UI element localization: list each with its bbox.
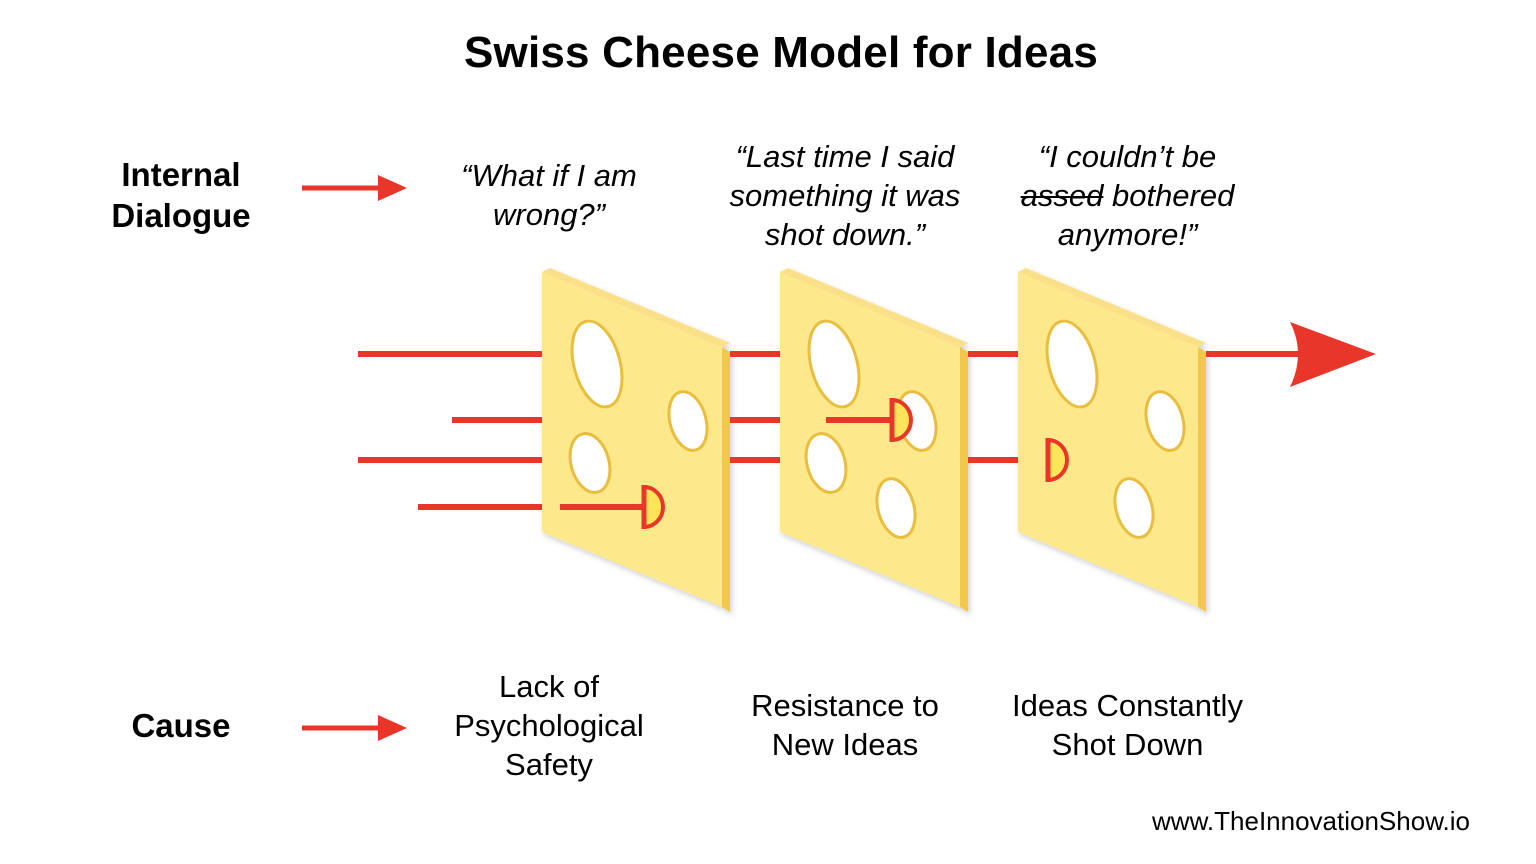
cause-1-line1: Lack of xyxy=(499,669,599,704)
footer-url: www.TheInnovationShow.io xyxy=(1152,806,1470,836)
internal-label-line2: Dialogue xyxy=(111,197,251,234)
stopper-1-icon xyxy=(641,484,665,530)
quote-1-line1: “What if I am xyxy=(461,158,637,193)
quote-3-line1: “I couldn’t be xyxy=(1038,139,1217,174)
cheese-slice-1 xyxy=(542,268,730,612)
quote-2-line1: “Last time I said xyxy=(735,139,955,174)
quote-1-line2: wrong?” xyxy=(493,197,605,232)
internal-dialogue-arrow-icon xyxy=(302,175,407,201)
quote-3-line3: anymore!” xyxy=(1057,217,1198,252)
quote-2-line2: something it was xyxy=(729,178,961,213)
cause-1: Lack of Psychological Safety xyxy=(419,667,679,784)
through-arrow-icon xyxy=(1206,322,1376,387)
cause-3-line1: Ideas Constantly xyxy=(1012,688,1243,723)
cheese-slice-2 xyxy=(780,268,968,612)
stopper-2-icon xyxy=(889,397,913,443)
cause-3-line2: Shot Down xyxy=(1051,727,1204,762)
quote-3-struck-word: assed xyxy=(1020,178,1104,213)
internal-label-line1: Internal xyxy=(121,156,241,193)
cause-2: Resistance to New Ideas xyxy=(715,686,975,764)
cause-arrow-icon xyxy=(302,715,407,741)
cause-2-line1: Resistance to xyxy=(751,688,939,723)
cause-label: Cause xyxy=(131,707,231,744)
quote-3-line2-rest: bothered xyxy=(1103,178,1235,213)
cheese-slice-3 xyxy=(1018,268,1206,612)
cause-1-line2: Psychological xyxy=(454,708,644,743)
cause-2-line2: New Ideas xyxy=(771,727,919,762)
quote-1: “What if I am wrong?” xyxy=(419,156,679,234)
internal-dialogue-label: Internal Dialogue xyxy=(96,154,266,236)
cause-1-line3: Safety xyxy=(505,747,593,782)
stopper-3-icon xyxy=(1045,437,1069,483)
quote-3-line2: assed bothered xyxy=(995,176,1260,215)
quote-2-line3: shot down.” xyxy=(764,217,926,252)
cause-3: Ideas Constantly Shot Down xyxy=(985,686,1270,764)
quote-3: “I couldn’t be assed bothered anymore!” xyxy=(995,137,1260,254)
quote-2: “Last time I said something it was shot … xyxy=(695,137,995,254)
diagram-title: Swiss Cheese Model for Ideas xyxy=(463,28,1099,77)
